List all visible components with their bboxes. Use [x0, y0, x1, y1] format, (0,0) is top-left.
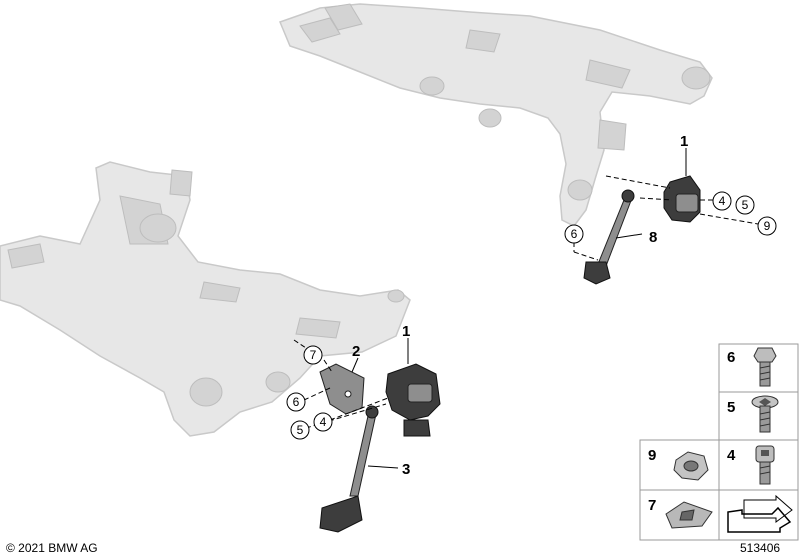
fastener-legend: 6 5 9	[639, 343, 799, 541]
legend-cell-9: 9	[639, 439, 720, 491]
svg-text:6: 6	[571, 227, 578, 241]
callout-front-link: 3	[402, 461, 410, 478]
svg-text:5: 5	[727, 399, 735, 416]
svg-text:7: 7	[648, 497, 656, 514]
callout-rear-bolt-b: 5	[735, 195, 755, 215]
callout-rear-bolt-a: 4	[712, 191, 732, 211]
legend-cell-arrow	[718, 489, 799, 541]
socket-head-bolt-icon	[755, 445, 775, 485]
legend-cell-4: 4	[718, 439, 799, 491]
svg-text:8: 8	[649, 229, 657, 246]
legend-cell-5: 5	[718, 391, 799, 441]
front-sensor-bracket	[319, 363, 365, 415]
callout-front-bolt-a: 4	[313, 412, 333, 432]
svg-text:9: 9	[648, 447, 656, 464]
callout-front-screw: 6	[286, 392, 306, 412]
callout-front-clip: 7	[303, 345, 323, 365]
svg-text:4: 4	[719, 194, 726, 208]
rear-subframe	[279, 3, 713, 227]
svg-text:1: 1	[680, 133, 688, 150]
callout-rear-nut: 9	[757, 216, 777, 236]
callout-front-bolt-b: 5	[290, 420, 310, 440]
legend-cell-6: 6	[718, 343, 799, 393]
svg-text:1: 1	[402, 323, 410, 340]
callout-front-bracket: 2	[352, 343, 360, 360]
callout-rear-link: 8	[649, 229, 657, 246]
svg-text:4: 4	[320, 415, 327, 429]
legend-cell-7: 7	[639, 489, 720, 541]
svg-text:5: 5	[297, 423, 304, 437]
callout-rear-sensor: 1	[680, 133, 688, 150]
hex-nut-icon	[673, 451, 709, 481]
svg-text:4: 4	[727, 447, 736, 464]
rear-sensor-link	[583, 189, 635, 285]
front-ride-height-sensor	[385, 363, 441, 437]
svg-text:7: 7	[310, 348, 317, 362]
svg-text:6: 6	[293, 395, 300, 409]
svg-text:5: 5	[742, 198, 749, 212]
callout-front-sensor: 1	[402, 323, 410, 340]
arrow-icon	[727, 494, 793, 533]
callout-rear-screw: 6	[564, 224, 584, 244]
svg-text:6: 6	[727, 349, 735, 366]
hex-flange-bolt-icon	[753, 347, 777, 387]
svg-text:9: 9	[764, 219, 771, 233]
spring-clip-icon	[665, 501, 713, 529]
svg-text:2: 2	[352, 343, 360, 360]
front-sensor-link	[319, 405, 379, 533]
svg-text:3: 3	[402, 461, 410, 478]
torx-flange-bolt-icon	[751, 395, 779, 433]
diagram-number: 513406	[740, 541, 781, 555]
front-subframe	[0, 161, 411, 437]
copyright-text: © 2021 BMW AG	[6, 541, 98, 555]
rear-ride-height-sensor	[663, 175, 701, 223]
